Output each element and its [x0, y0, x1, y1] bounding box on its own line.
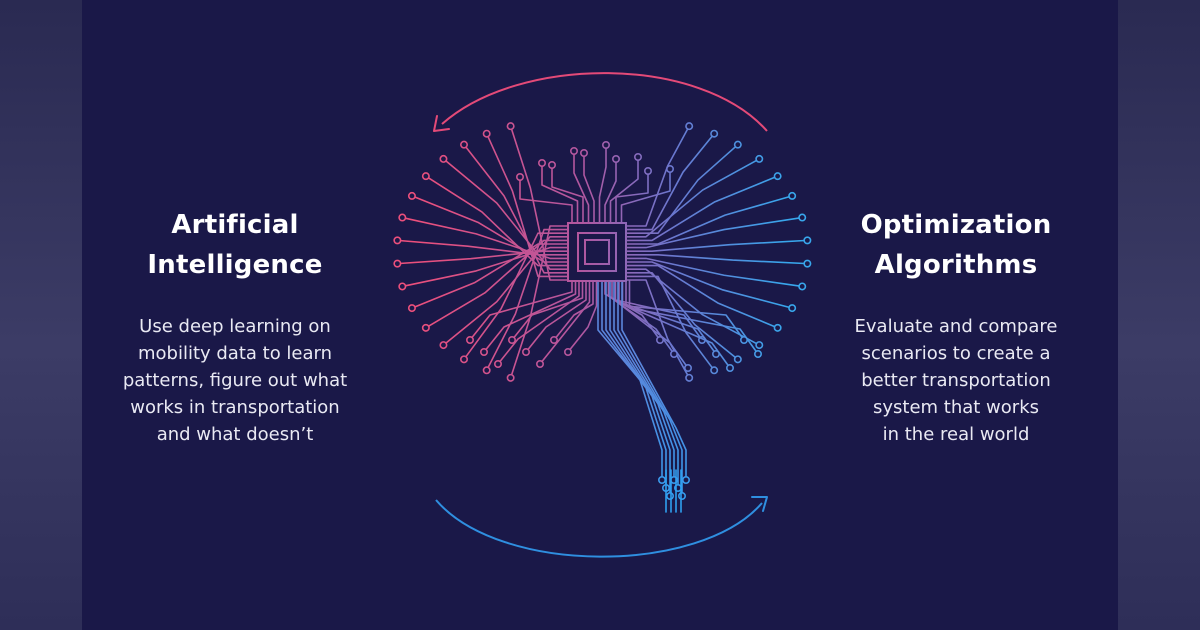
optimization-line-5: in the real world: [882, 424, 1030, 445]
optimization-section: Optimization Algorithms Evaluate and com…: [815, 205, 1097, 448]
optimization-description: Evaluate and compare scenarios to create…: [815, 313, 1097, 448]
ai-title: Artificial Intelligence: [100, 205, 370, 285]
optimization-line-2: scenarios to create a: [861, 343, 1051, 364]
arrow-right-curved-icon: [435, 496, 768, 558]
circuit-brain-icon: [393, 122, 812, 513]
ai-title-line-1: Artificial: [171, 210, 299, 240]
ai-line-4: works in transportation: [130, 397, 340, 418]
ai-line-2: mobility data to learn: [137, 343, 333, 364]
right-side-band: [1118, 0, 1200, 630]
ai-section: Artificial Intelligence Use deep learnin…: [100, 205, 370, 448]
optimization-line-1: Evaluate and compare: [854, 316, 1058, 337]
arrow-left-curved-icon: [433, 72, 768, 132]
ai-title-line-2: Intelligence: [147, 250, 323, 280]
left-side-band: [0, 0, 82, 630]
optimization-title-line-2: Algorithms: [874, 250, 1038, 280]
optimization-title-line-1: Optimization: [860, 210, 1052, 240]
optimization-title: Optimization Algorithms: [815, 205, 1097, 285]
ai-line-1: Use deep learning on: [139, 316, 331, 337]
ai-description: Use deep learning on mobility data to le…: [100, 313, 370, 448]
optimization-line-4: system that works: [872, 397, 1039, 418]
optimization-line-3: better transportation: [861, 370, 1051, 391]
processor-chip-icon: [567, 222, 627, 282]
content-panel: [82, 0, 1118, 630]
ai-line-5: and what doesn’t: [156, 424, 314, 445]
ai-line-3: patterns, figure out what: [122, 370, 348, 391]
